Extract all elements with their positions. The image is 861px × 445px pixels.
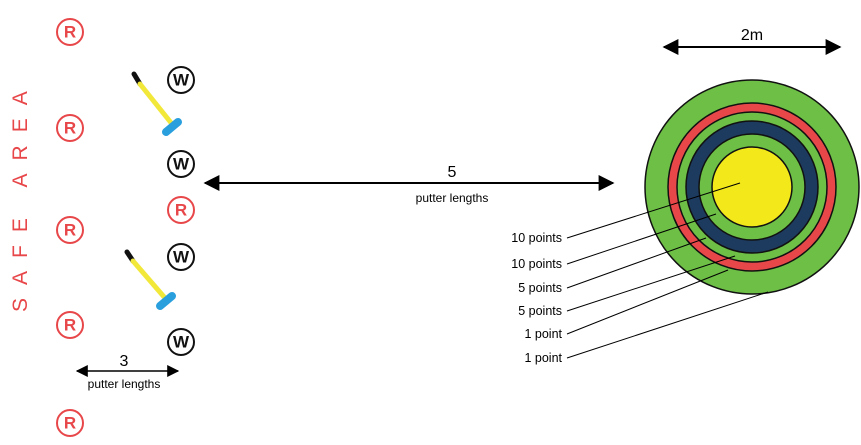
red-badge: R: [56, 114, 84, 142]
score-label: 1 point: [524, 351, 562, 365]
target: [644, 79, 860, 295]
red-badge-letter: R: [64, 316, 76, 335]
red-badge: R: [167, 196, 195, 224]
white-badge-letter: W: [173, 155, 190, 174]
red-badge: R: [56, 409, 84, 437]
score-label: 10 points: [511, 257, 562, 271]
red-badge-letter: R: [175, 201, 187, 220]
white-badge-letter: W: [173, 248, 190, 267]
score-label: 10 points: [511, 231, 562, 245]
side-distance-value: 3: [120, 353, 129, 370]
white-badge-letter: W: [173, 333, 190, 352]
white-badge: W: [167, 243, 195, 271]
score-label: 5 points: [518, 281, 562, 295]
red-badge-letter: R: [64, 414, 76, 433]
white-badge-letter: W: [173, 71, 190, 90]
red-badge: R: [56, 18, 84, 46]
putter-icon: [131, 71, 182, 136]
red-badge: R: [56, 311, 84, 339]
target-bullseye: [711, 146, 793, 228]
red-badge: R: [56, 216, 84, 244]
red-badge-letter: R: [64, 119, 76, 138]
putter-icon: [124, 249, 176, 310]
white-badge: W: [167, 66, 195, 94]
score-label: 1 point: [524, 327, 562, 341]
side-distance-unit: putter lengths: [88, 377, 161, 391]
distance-value: 5: [448, 164, 457, 181]
white-badge: W: [167, 150, 195, 178]
safe-area-label: SAFE AREA: [9, 78, 32, 312]
score-label: 5 points: [518, 304, 562, 318]
white-badge: W: [167, 328, 195, 356]
diameter-label: 2m: [741, 27, 763, 44]
red-badge-letter: R: [64, 23, 76, 42]
score-leader-lines: [566, 182, 769, 359]
red-badge-letter: R: [64, 221, 76, 240]
distance-unit: putter lengths: [416, 191, 489, 205]
